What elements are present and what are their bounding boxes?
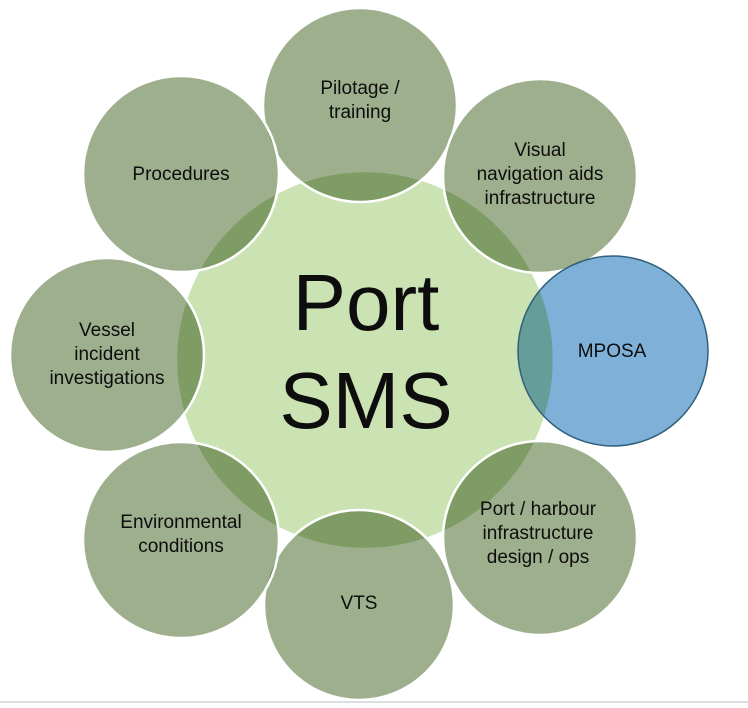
center-label: Port SMS: [279, 258, 453, 445]
procedures-label: Procedures: [132, 164, 230, 185]
slide-bottom-edge: [0, 701, 748, 703]
vts-label: VTS: [340, 593, 378, 614]
procedures-ring: [81, 74, 281, 274]
node-environmental: [81, 440, 281, 640]
node-pilotage-training: [261, 6, 459, 204]
environmental-ring: [81, 440, 281, 640]
vessel-incident-ring: [8, 256, 206, 454]
vts-ring: [262, 508, 456, 702]
node-visual-navigation: [441, 77, 639, 275]
visual-navigation-ring: [441, 77, 639, 275]
port-harbour-ring: [441, 439, 639, 637]
pilotage-training-ring: [261, 6, 459, 204]
mposa-label: MPOSA: [577, 341, 647, 362]
environmental-circle[interactable]: [83, 442, 279, 638]
node-vts: [262, 508, 456, 702]
visual-navigation-label: Visual navigation aids infrastructure: [476, 140, 604, 209]
vts-circle[interactable]: [264, 510, 454, 700]
center-circle[interactable]: [176, 171, 554, 549]
node-mposa: [517, 255, 709, 447]
port-harbour-circle[interactable]: [443, 441, 637, 635]
port-harbour-label: Port / harbour infrastructure design / o…: [479, 499, 597, 568]
procedures-circle[interactable]: [83, 76, 279, 272]
vessel-incident-circle[interactable]: [10, 258, 204, 452]
vessel-incident-label: Vessel incident investigations: [49, 320, 165, 389]
pilotage-training-circle[interactable]: [263, 8, 457, 202]
node-port-harbour: [441, 439, 639, 637]
node-vessel-incident: [8, 256, 206, 454]
environmental-label: Environmental conditions: [120, 512, 242, 557]
node-procedures: [81, 74, 281, 274]
mposa-ring: [517, 255, 709, 447]
visual-navigation-circle[interactable]: [443, 79, 637, 273]
mposa-circle[interactable]: [518, 256, 708, 446]
pilotage-training-label: Pilotage / training: [320, 78, 400, 123]
